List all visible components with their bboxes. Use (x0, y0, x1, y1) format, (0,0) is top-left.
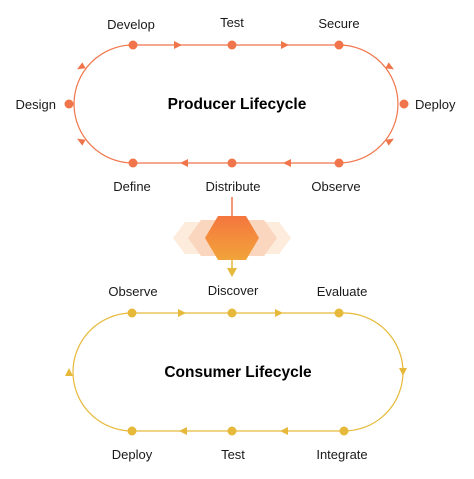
consumer-arrow-integrate-test (280, 427, 288, 435)
consumer-label-test: Test (221, 447, 245, 462)
producer-label-test: Test (220, 15, 244, 30)
producer-label-develop: Develop (107, 17, 155, 32)
producer-node-observe (334, 158, 344, 168)
producer-arrow-develop-test (174, 41, 182, 49)
producer-label-deploy: Deploy (415, 97, 456, 112)
producer-node-secure (334, 40, 344, 50)
hex-center (205, 216, 259, 260)
consumer-label-evaluate: Evaluate (317, 284, 368, 299)
consumer-label-discover: Discover (208, 283, 259, 298)
consumer-arrow-discover-evaluate (275, 309, 283, 317)
producer-arrow-define-design (77, 138, 86, 146)
consumer-node-integrate (339, 426, 349, 436)
producer-label-design: Design (16, 97, 56, 112)
producer-label-distribute: Distribute (206, 179, 261, 194)
producer-arrow-design-develop (77, 62, 86, 70)
producer-lifecycle: Develop Test Secure Deploy Observe Distr… (16, 15, 456, 194)
producer-label-observe: Observe (311, 179, 360, 194)
consumer-label-deploy: Deploy (112, 447, 153, 462)
consumer-arrow-deploy-observe (65, 368, 73, 376)
producer-arrow-deploy-observe (385, 138, 394, 146)
producer-node-deploy (399, 99, 409, 109)
producer-node-define (128, 158, 138, 168)
producer-arrow-test-secure (281, 41, 289, 49)
consumer-node-deploy (127, 426, 137, 436)
consumer-node-evaluate (334, 308, 344, 318)
hexagon-cluster-icon (173, 197, 291, 277)
consumer-label-integrate: Integrate (316, 447, 367, 462)
consumer-node-discover (227, 308, 237, 318)
producer-node-design (64, 99, 74, 109)
producer-title: Producer Lifecycle (168, 96, 307, 113)
producer-arrow-distribute-define (180, 159, 188, 167)
producer-label-secure: Secure (318, 16, 359, 31)
consumer-arrow-observe-discover (178, 309, 186, 317)
consumer-label-observe: Observe (108, 284, 157, 299)
consumer-node-test (227, 426, 237, 436)
producer-node-distribute (227, 158, 237, 168)
consumer-arrow-evaluate-integrate (399, 368, 407, 376)
producer-node-develop (128, 40, 138, 50)
producer-arrow-observe-distribute (283, 159, 291, 167)
consumer-node-observe (127, 308, 137, 318)
consumer-lifecycle: Observe Discover Evaluate Integrate Test… (65, 283, 407, 462)
connector-arrow-down (227, 268, 237, 277)
producer-arrow-secure-deploy (385, 62, 394, 70)
producer-node-test (227, 40, 237, 50)
consumer-title: Consumer Lifecycle (164, 364, 312, 381)
consumer-arrow-test-deploy (179, 427, 187, 435)
producer-label-define: Define (113, 179, 151, 194)
